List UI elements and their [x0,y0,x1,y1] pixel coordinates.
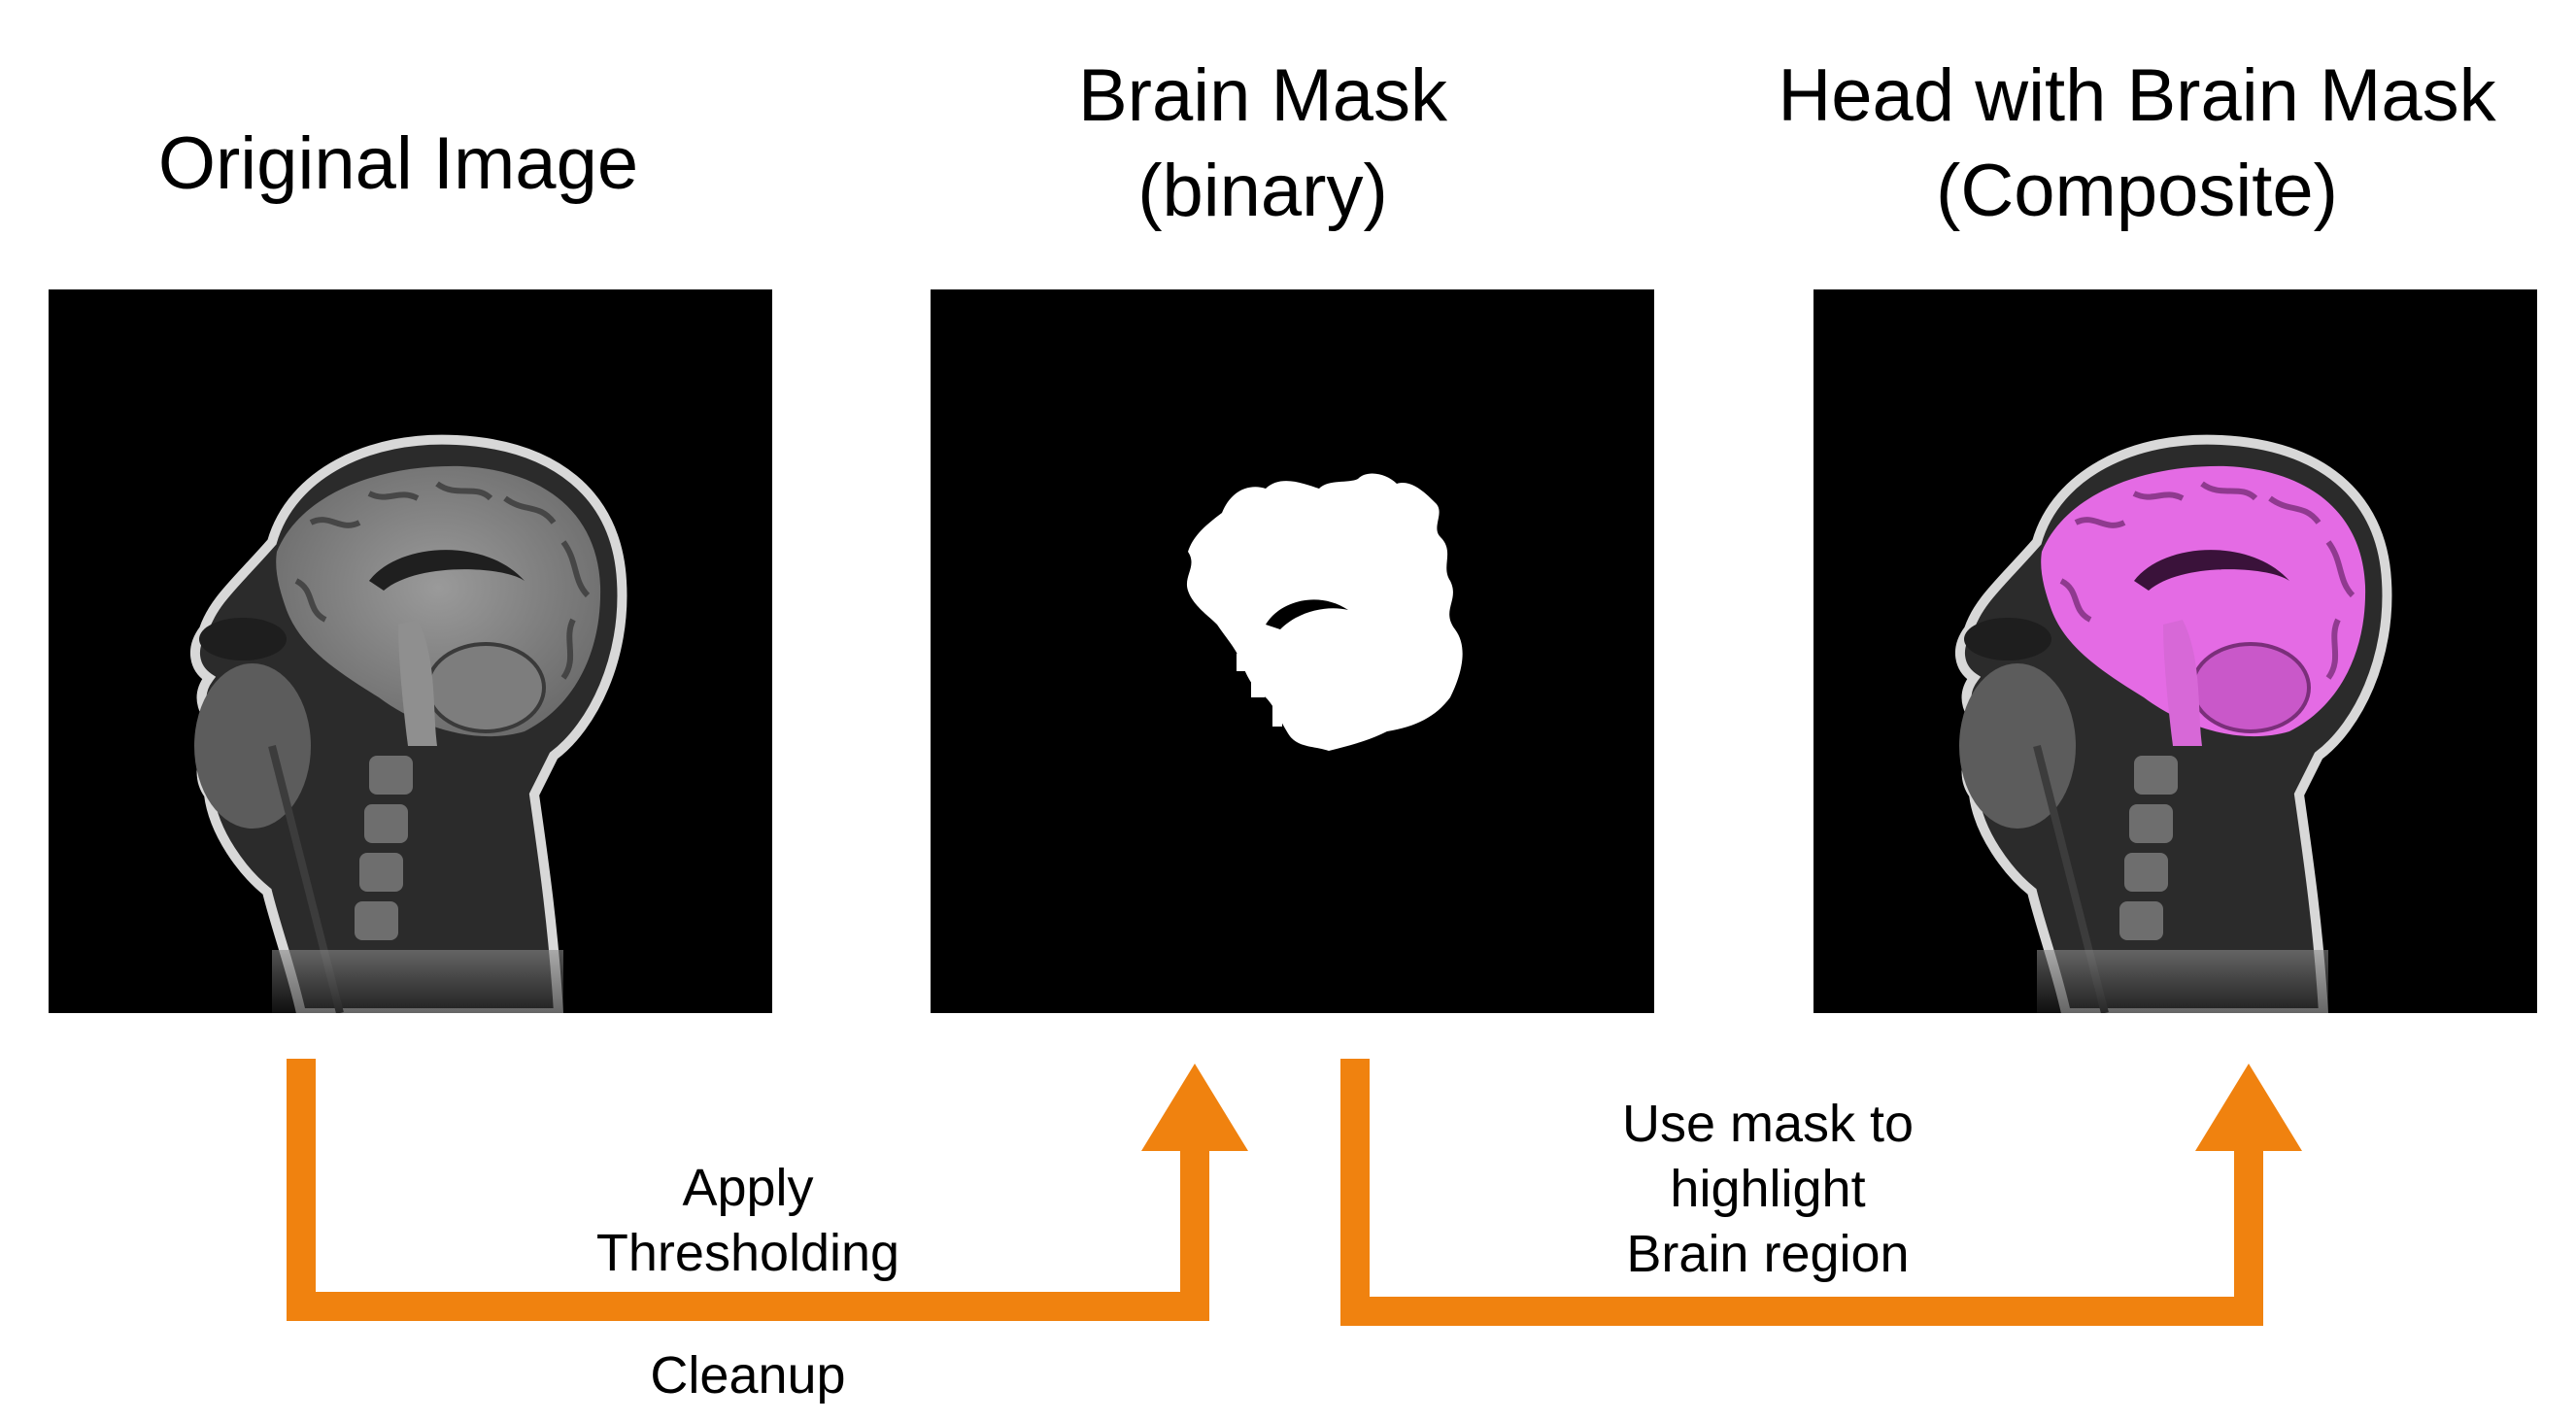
threshold-step-line1: Apply [682,1159,814,1217]
brain-mask-title-line2: (binary) [1137,150,1388,232]
composite-title-line2: (Composite) [1936,150,2338,232]
composite-title: Head with Brain Mask (Composite) [1710,49,2564,239]
orange-flow-arrow-1 [287,1059,1248,1321]
original-image-panel [49,289,772,1013]
composite-title-line1: Head with Brain Mask [1778,54,2496,137]
brain-mask-panel [931,289,1654,1013]
orange-flow-arrow-2 [1340,1059,2302,1326]
highlight-step-line2: highlight [1670,1160,1866,1218]
highlight-step-label: Use mask to highlight Brain region [1554,1092,1982,1287]
composite-mri-image [1955,434,2392,1013]
threshold-step-label-main: Apply Thresholding [544,1156,952,1286]
highlight-step-line3: Brain region [1626,1225,1910,1283]
threshold-step-line3: Cleanup [650,1346,846,1405]
threshold-step-label-cleanup: Cleanup [544,1343,952,1408]
threshold-step-line2: Thresholding [595,1224,900,1282]
original-image-title-text: Original Image [157,122,639,205]
brain-mask-title: Brain Mask (binary) [932,49,1593,239]
mri-sagittal-head-image [190,434,627,1013]
original-image-title: Original Image [49,117,748,212]
binary-brain-mask-image [1186,473,1463,751]
brain-mask-title-line1: Brain Mask [1077,54,1448,137]
highlight-step-line1: Use mask to [1621,1095,1915,1153]
composite-panel [1813,289,2537,1013]
